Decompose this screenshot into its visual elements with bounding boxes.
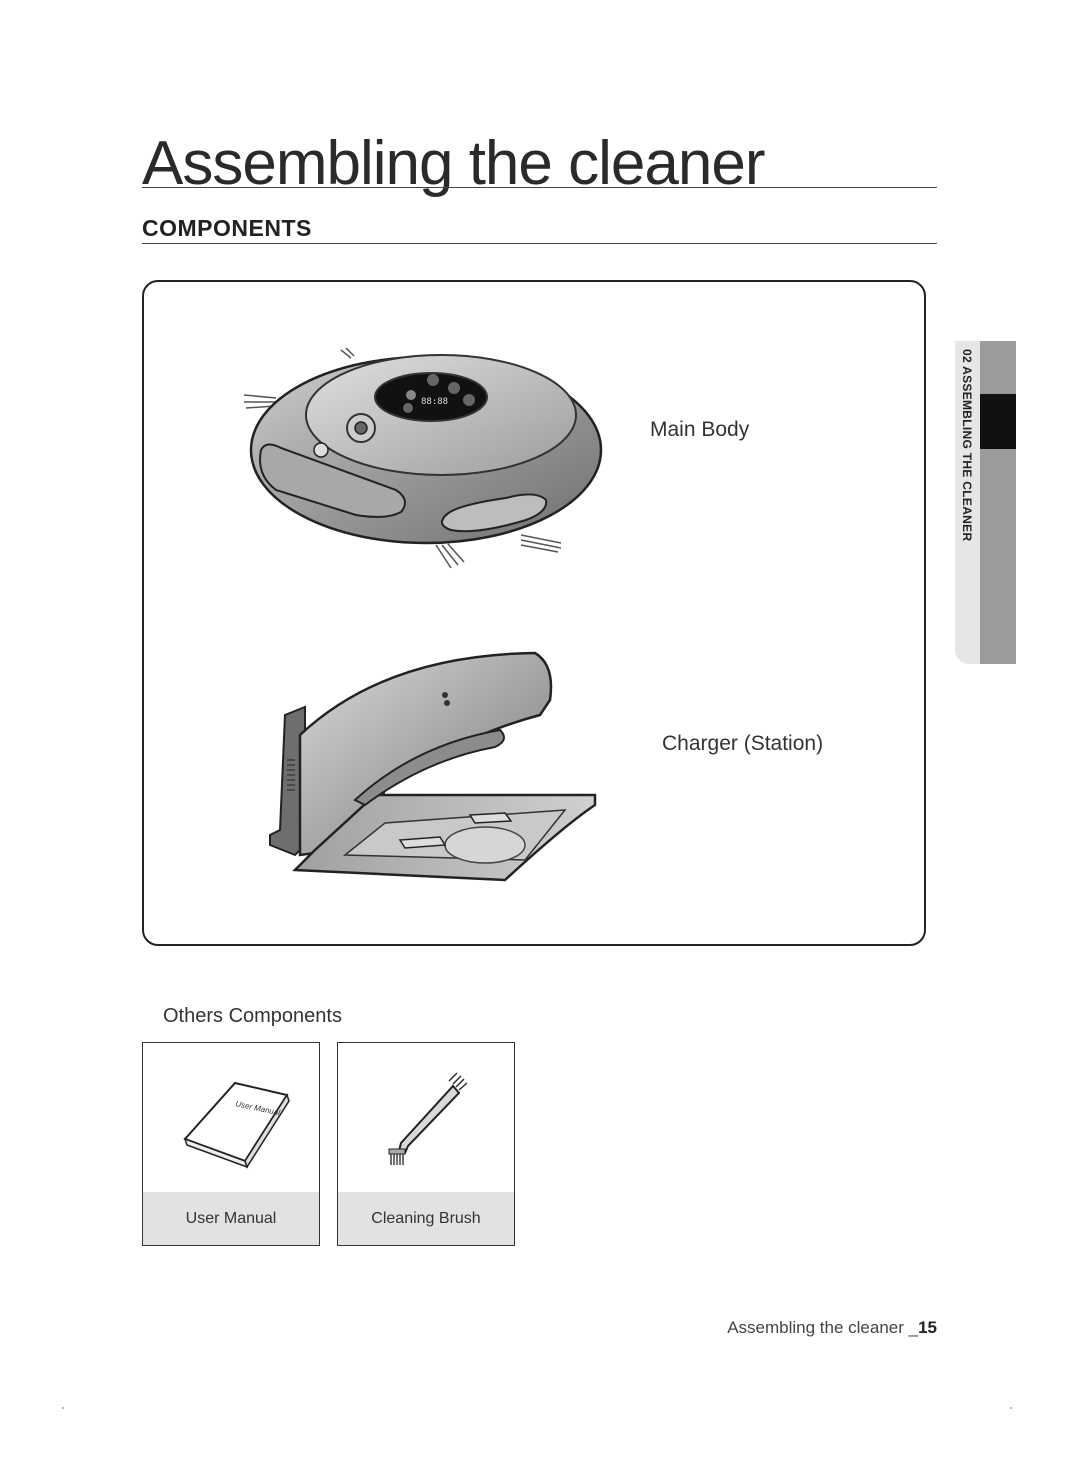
user-manual-label: User Manual xyxy=(143,1192,319,1245)
page-title: Assembling the cleaner xyxy=(142,129,765,198)
user-manual-card: User Manual User Manual xyxy=(142,1042,320,1246)
chapter-tab-label: 02 ASSEMBLING THE CLEANER xyxy=(960,349,974,542)
crop-mark-left xyxy=(62,1407,64,1409)
cleaning-brush-card: Cleaning Brush xyxy=(337,1042,515,1246)
chapter-marker xyxy=(980,394,1016,449)
title-divider xyxy=(142,187,937,188)
cleaning-brush-illustration xyxy=(388,1072,468,1165)
crop-mark-right xyxy=(1010,1407,1012,1409)
components-panel xyxy=(142,280,926,946)
cleaning-brush-label: Cleaning Brush xyxy=(338,1192,514,1245)
footer-text: Assembling the cleaner _ xyxy=(727,1318,919,1337)
section-divider xyxy=(142,243,937,244)
main-body-label: Main Body xyxy=(650,418,750,441)
others-components-heading: Others Components xyxy=(163,1005,342,1027)
charger-station-label: Charger (Station) xyxy=(662,732,824,755)
section-heading: COMPONENTS xyxy=(142,215,312,241)
robot-cleaner-illustration: 88:88 xyxy=(243,347,603,569)
chapter-side-tab: 02 ASSEMBLING THE CLEANER xyxy=(955,341,1016,664)
svg-text:88:88: 88:88 xyxy=(421,397,448,407)
charger-station-illustration xyxy=(269,651,597,882)
page-number: 15 xyxy=(918,1318,937,1337)
page-footer: Assembling the cleaner _15 xyxy=(727,1318,937,1338)
user-manual-illustration: User Manual xyxy=(183,1081,290,1169)
